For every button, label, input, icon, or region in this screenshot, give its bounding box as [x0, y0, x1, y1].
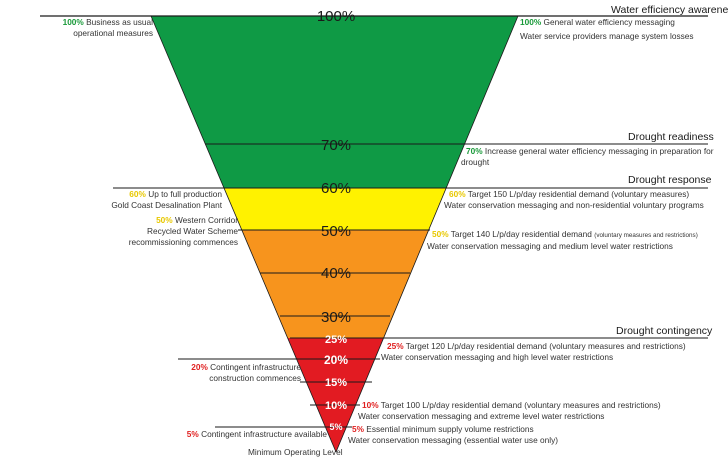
level-label-5pct: 5% — [329, 422, 342, 432]
left-note-50-line3: recommissioning commences — [128, 237, 238, 247]
right-note-10: 10% Target 100 L/p/day residential deman… — [358, 400, 661, 422]
right-note-5-line1: Essential minimum supply volume restrict… — [364, 424, 534, 434]
left-note-100-pct: 100% — [62, 17, 84, 27]
left-note-60-pct: 60% — [129, 189, 146, 199]
right-note-25-line2: Water conservation messaging and high le… — [381, 352, 614, 362]
right-note-50-line2: Water conservation messaging and medium … — [427, 241, 673, 251]
funnel-outline-right — [335, 15, 519, 453]
right-note-5: 5% Essential minimum supply volume restr… — [348, 424, 558, 446]
level-label-15pct: 15% — [325, 377, 347, 389]
left-note-20-line1: Contingent infrastructure — [207, 362, 301, 372]
stage-heading-awareness: Water efficiency awareness — [611, 4, 728, 16]
right-note-10-line2: Water conservation messaging and extreme… — [358, 411, 605, 421]
right-note-60-line1: Target 150 L/p/day residential demand (v… — [465, 189, 690, 199]
funnel-outline-left — [150, 15, 337, 453]
right-note-100-pct: 100% — [520, 17, 542, 27]
funnel-band-red — [287, 338, 384, 452]
right-note-100: 100% General water efficiency messaging … — [520, 17, 694, 44]
left-note-100-line2: operational measures — [73, 28, 153, 38]
level-label-30pct: 30% — [321, 309, 351, 326]
right-note-50: 50% Target 140 L/p/day residential deman… — [427, 229, 698, 252]
funnel-band-green — [151, 16, 518, 188]
left-note-50-pct: 50% — [156, 215, 173, 225]
left-note-50: 50% Western Corridor Recycled Water Sche… — [129, 215, 238, 248]
minimum-operating-level-label: Minimum Operating Level — [248, 447, 343, 457]
right-note-100-line2: Water service providers manage system lo… — [520, 31, 694, 41]
level-label-20pct: 20% — [324, 353, 348, 367]
left-note-5-line1: Contingent infrastructure available — [198, 429, 327, 439]
level-label-50pct: 50% — [321, 223, 351, 240]
stage-heading-readiness: Drought readiness — [628, 131, 714, 143]
right-note-50-pct: 50% — [432, 229, 449, 239]
right-note-5-line2: Water conservation messaging (essential … — [348, 435, 558, 445]
funnel-band-yellow — [223, 188, 447, 230]
right-note-70-line2: drought — [461, 157, 490, 167]
left-note-20-line2: construction commences — [209, 373, 301, 383]
left-note-5: 5% Contingent infrastructure available — [187, 429, 327, 440]
left-note-5-pct: 5% — [186, 429, 199, 439]
stage-heading-response: Drought response — [628, 174, 712, 186]
right-note-60: 60% Target 150 L/p/day residential deman… — [444, 189, 704, 211]
left-note-100-line1: Business as usual — [83, 17, 153, 27]
right-note-60-line2: Water conservation messaging and non-res… — [444, 200, 704, 210]
right-note-10-pct: 10% — [362, 400, 379, 410]
right-note-70-line1: Increase general water efficiency messag… — [482, 146, 714, 156]
right-note-50-line1b: (voluntary measures and restrictions) — [594, 232, 698, 239]
right-note-60-pct: 60% — [449, 189, 466, 199]
right-note-70-pct: 70% — [466, 146, 483, 156]
left-note-20: 20% Contingent infrastructure constructi… — [191, 362, 301, 384]
left-note-50-line2: Recycled Water Scheme — [147, 226, 238, 236]
stage-heading-contingency: Drought contingency — [616, 325, 713, 337]
left-note-60-line1: Up to full production — [145, 189, 222, 199]
left-note-60-line2: Gold Coast Desalination Plant — [111, 200, 222, 210]
right-note-10-line1: Target 100 L/p/day residential demand (v… — [378, 400, 661, 410]
right-note-25: 25% Target 120 L/p/day residential deman… — [381, 341, 686, 363]
level-label-70pct: 70% — [321, 137, 351, 154]
left-note-20-pct: 20% — [191, 362, 208, 372]
right-note-25-line1: Target 120 L/p/day residential demand (v… — [403, 341, 686, 351]
right-note-5-pct: 5% — [352, 424, 364, 434]
right-note-25-pct: 25% — [387, 341, 404, 351]
level-label-25pct: 25% — [325, 334, 347, 346]
level-label-100pct: 100% — [317, 8, 355, 25]
left-note-60: 60% Up to full production Gold Coast Des… — [111, 189, 222, 211]
left-note-50-line1: Western Corridor — [172, 215, 238, 225]
left-note-100: 100% Business as usual operational measu… — [63, 17, 153, 39]
right-note-70: 70% Increase general water efficiency me… — [461, 146, 714, 168]
level-label-60pct: 60% — [321, 180, 351, 197]
right-note-100-line1: General water efficiency messaging — [541, 17, 675, 27]
right-note-50-line1: Target 140 L/p/day residential demand — [448, 229, 595, 239]
level-label-40pct: 40% — [321, 265, 351, 282]
funnel-band-orange — [241, 230, 429, 338]
level-label-10pct: 10% — [325, 400, 347, 412]
